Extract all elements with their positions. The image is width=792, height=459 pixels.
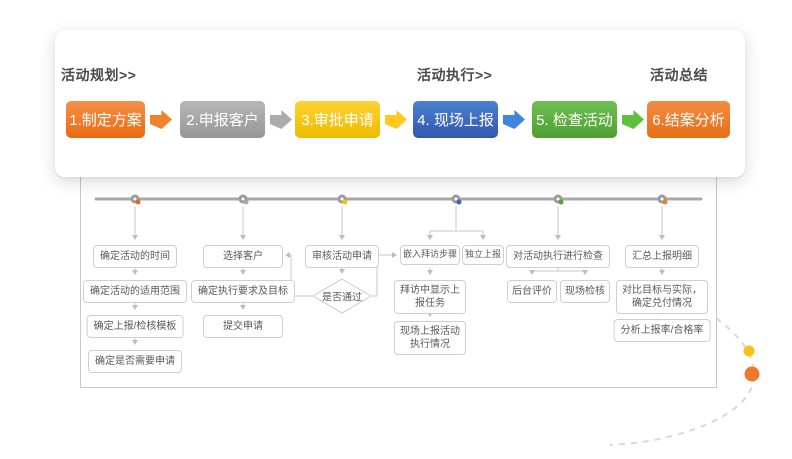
arrow-right-icon xyxy=(622,110,644,129)
arrow-right-icon xyxy=(385,110,407,129)
step-3-approve-application: 3.审批申请 xyxy=(295,101,380,138)
flow-box-onsite-check: 现场检核 xyxy=(560,280,610,303)
timeline-node-5 xyxy=(553,194,564,205)
flow-box-onsite-report: 现场上报活动执行情况 xyxy=(394,321,466,355)
node-dot-green xyxy=(558,199,564,205)
arrow-right-icon xyxy=(150,110,172,129)
timeline-node-4 xyxy=(451,194,462,205)
flow-box-check-execution: 对活动执行进行检查 xyxy=(506,245,610,268)
phase-label-summary: 活动总结 xyxy=(650,67,708,83)
arrow-right-icon xyxy=(270,110,292,129)
flow-box-embed-visit: 嵌入拜访步骤 xyxy=(399,245,461,265)
timeline-node-3 xyxy=(337,194,348,205)
flow-box-submit: 提交申请 xyxy=(203,315,283,338)
flow-box-compare-goal: 对比目标与实际，确定兑付情况 xyxy=(616,280,708,314)
node-dot-orange xyxy=(135,199,141,205)
step-6-closing-analysis: 6.结案分析 xyxy=(647,101,730,138)
arrow-right-icon xyxy=(503,110,525,129)
flow-box-backend-eval: 后台评价 xyxy=(507,280,557,303)
flow-box-need-apply: 确定是否需要申请 xyxy=(88,350,182,373)
node-dot-orange2 xyxy=(662,199,668,205)
process-card: 活动规划>> 活动执行>> 活动总结 1.制定方案 2.申报客户 3.审批申请 … xyxy=(55,30,745,177)
decor-yellow-dot xyxy=(743,345,755,357)
phase-label-execution: 活动执行>> xyxy=(417,67,493,83)
decision-pass-label: 是否通过 xyxy=(322,292,362,304)
decor-orange-dot xyxy=(744,366,760,382)
flow-box-template: 确定上报/检核模板 xyxy=(86,315,184,338)
flow-box-analyze-rate: 分析上报率/合格率 xyxy=(613,319,711,342)
step-2-declare-customer: 2.申报客户 xyxy=(180,101,265,138)
step-5-check-activity: 5. 检查活动 xyxy=(532,101,617,138)
flow-box-show-task: 拜访中显示上报任务 xyxy=(394,280,466,314)
flowchart-panel: 确定活动的时间 确定活动的适用范围 确定上报/检核模板 确定是否需要申请 选择客… xyxy=(80,170,717,388)
timeline-node-1 xyxy=(130,194,141,205)
step-4-onsite-report: 4. 现场上报 xyxy=(413,101,498,138)
step-1-make-plan: 1.制定方案 xyxy=(66,101,145,138)
flow-box-review-application: 审核活动申请 xyxy=(305,245,379,268)
node-dot-gray xyxy=(243,199,249,205)
flow-box-scope: 确定活动的适用范围 xyxy=(83,280,187,303)
flow-box-time: 确定活动的时间 xyxy=(93,245,177,268)
timeline-node-6 xyxy=(657,194,668,205)
flow-box-summary-detail: 汇总上报明细 xyxy=(625,245,699,268)
timeline-node-2 xyxy=(238,194,249,205)
flow-box-select-customer: 选择客户 xyxy=(203,245,283,268)
flow-box-requirements: 确定执行要求及目标 xyxy=(191,280,295,303)
flow-connectors xyxy=(94,197,703,345)
phase-label-planning: 活动规划>> xyxy=(61,67,137,83)
node-dot-yellow xyxy=(342,199,348,205)
node-dot-blue xyxy=(456,199,462,205)
flow-box-independent: 独立上报 xyxy=(461,245,505,265)
